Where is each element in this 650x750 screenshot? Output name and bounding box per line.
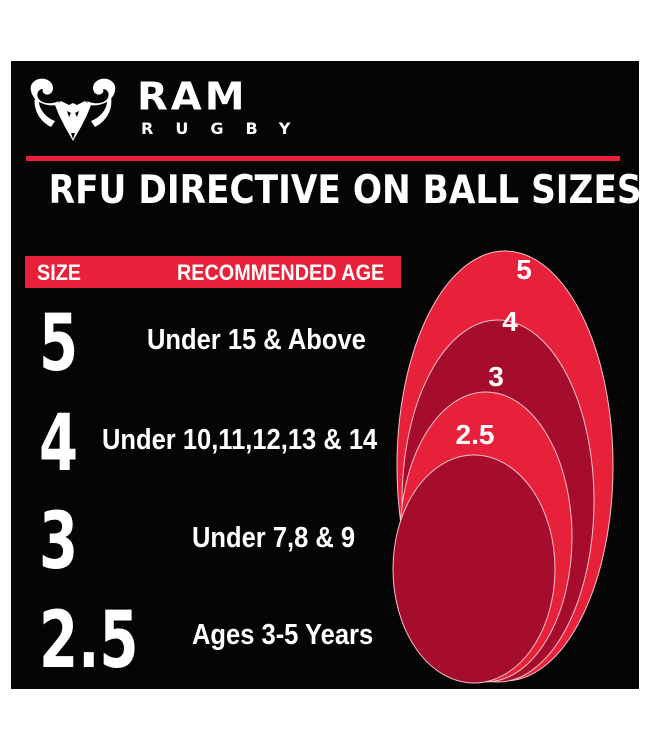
ball-size-infographic: RAM RUGBY RFU DIRECTIVE ON BALL SIZES SI… — [11, 61, 642, 689]
ram-head-icon — [30, 78, 116, 141]
row-age: Under 7,8 & 9 — [192, 522, 356, 554]
table-row: 5 Under 15 & Above — [11, 301, 411, 391]
table-row: 4 Under 10,11,12,13 & 14 — [11, 401, 411, 491]
ball-label-4: 4 — [502, 306, 518, 337]
table-row: 2.5 Ages 3-5 Years — [11, 596, 411, 686]
brand-subtitle: RUGBY — [141, 119, 313, 138]
ball-size-2.5 — [392, 454, 556, 684]
row-size: 4 — [39, 399, 79, 489]
row-age: Under 10,11,12,13 & 14 — [102, 424, 378, 456]
page-title: RFU DIRECTIVE ON BALL SIZES — [48, 168, 642, 213]
row-age: Under 15 & Above — [147, 324, 366, 356]
table-header: SIZE RECOMMENDED AGE — [25, 256, 401, 288]
ball-label-3: 3 — [488, 361, 504, 392]
ball-size-comparison: 5 4 3 2.5 — [392, 250, 614, 684]
ball-label-2.5: 2.5 — [456, 419, 495, 450]
row-size: 3 — [39, 497, 79, 587]
header-recommended-age: RECOMMENDED AGE — [177, 260, 385, 285]
row-size: 5 — [39, 299, 79, 389]
header-size: SIZE — [37, 260, 82, 285]
row-age: Ages 3-5 Years — [192, 619, 374, 651]
table-row: 3 Under 7,8 & 9 — [11, 499, 411, 589]
ball-label-5: 5 — [516, 254, 532, 285]
row-size: 2.5 — [39, 596, 139, 686]
divider — [26, 156, 620, 161]
brand-name: RAM — [137, 75, 248, 119]
